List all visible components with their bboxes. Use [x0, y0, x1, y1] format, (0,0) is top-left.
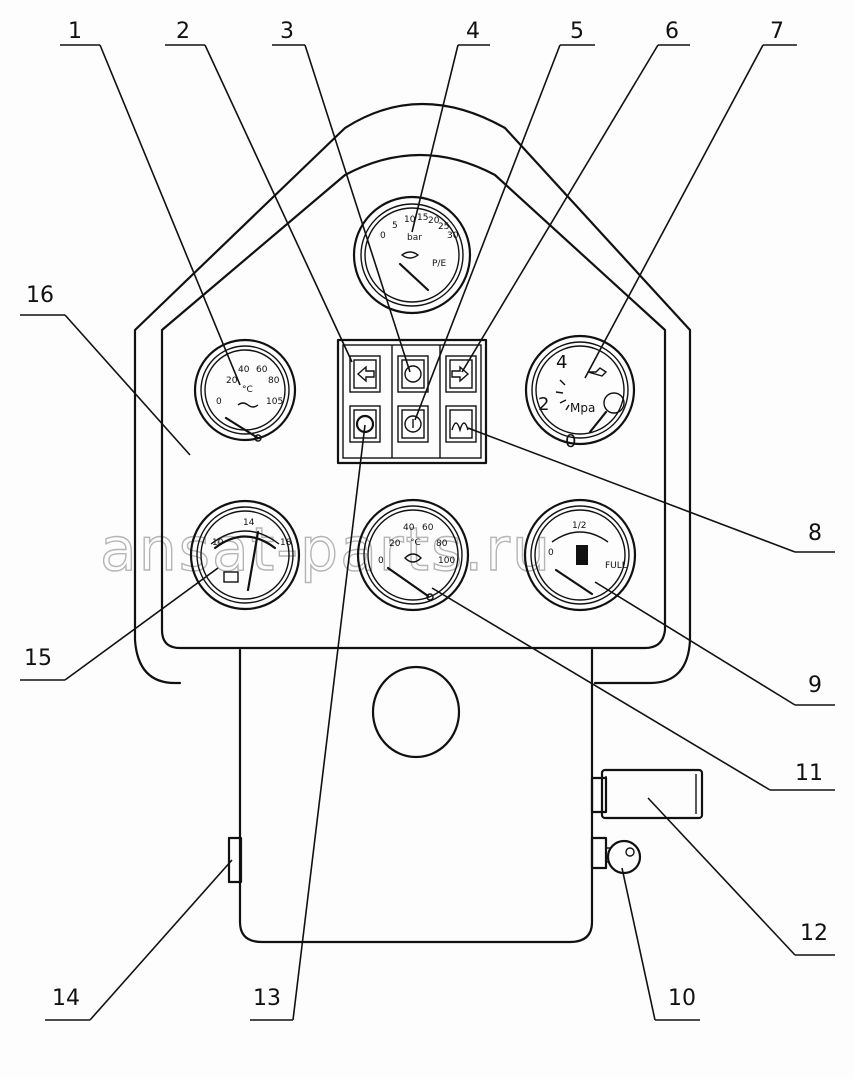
svg-text:25: 25: [438, 222, 449, 232]
svg-text:60: 60: [422, 523, 434, 533]
svg-text:20: 20: [428, 216, 440, 226]
coolant-temperature-gauge: 20 40 60 80 0 105 °C: [193, 338, 297, 442]
svg-text:bar: bar: [407, 233, 422, 243]
parking-brake-icon: [404, 365, 422, 383]
steering-shaft-opening: [371, 665, 461, 759]
indicator-lamp-block: [336, 338, 488, 465]
svg-text:20: 20: [389, 539, 401, 549]
callout-9: 9: [808, 673, 822, 698]
svg-text:80: 80: [436, 539, 448, 549]
svg-text:105: 105: [266, 397, 283, 407]
callout-1: 1: [68, 19, 82, 44]
steering-column-housing: [238, 648, 594, 944]
svg-text:0: 0: [548, 548, 554, 558]
warning-icon: [404, 415, 422, 433]
svg-text:P/E: P/E: [432, 259, 446, 269]
svg-text:1/2: 1/2: [572, 521, 586, 531]
svg-text:18: 18: [280, 538, 292, 548]
svg-text:15: 15: [417, 213, 428, 223]
callout-labels: 1 2 3 4 5 6 7 8 9 10 11 12 13 14 15 16: [24, 19, 828, 1011]
svg-text:0: 0: [565, 431, 576, 452]
turn-left-icon: [356, 365, 375, 383]
svg-text:10: 10: [212, 538, 224, 548]
oil-temperature-gauge: 40 60 20 80 0 100 °C: [356, 498, 470, 612]
light-switch: [600, 768, 704, 820]
svg-text:Mpa: Mpa: [570, 401, 595, 415]
ignition-base: [590, 836, 608, 870]
svg-text:10: 10: [404, 215, 416, 225]
glow-plug-icon: [451, 422, 469, 433]
svg-text:14: 14: [243, 518, 255, 528]
callout-10: 10: [668, 986, 696, 1011]
svg-text:40: 40: [238, 365, 250, 375]
turn-right-icon: [451, 365, 470, 383]
hazard-icon: [355, 414, 375, 434]
svg-text:0: 0: [378, 556, 384, 566]
callout-15: 15: [24, 646, 52, 671]
callout-3: 3: [280, 19, 294, 44]
air-pressure-gauge: 0 5 10 15 20 25 30 bar P/E: [352, 195, 472, 315]
callout-13: 13: [253, 986, 281, 1011]
callout-6: 6: [665, 19, 679, 44]
voltmeter: 10 14 18: [189, 499, 301, 611]
watermark: ansat-parts.ru: [100, 515, 552, 585]
svg-text:0: 0: [380, 231, 386, 241]
callout-4: 4: [466, 19, 480, 44]
svg-text:2: 2: [538, 394, 549, 415]
outer-housing: [133, 102, 692, 685]
callout-16: 16: [26, 283, 54, 308]
callout-5: 5: [570, 19, 584, 44]
svg-text:40: 40: [403, 523, 415, 533]
light-switch-base: [590, 776, 608, 814]
ignition-key: [606, 839, 642, 875]
callout-7: 7: [770, 19, 784, 44]
svg-text:°C: °C: [410, 538, 421, 548]
callout-2: 2: [176, 19, 190, 44]
callout-14: 14: [52, 986, 80, 1011]
svg-text:60: 60: [256, 365, 268, 375]
callout-12: 12: [800, 921, 828, 946]
fuel-gauge: 1/2 0 FULL: [523, 498, 637, 612]
svg-text:4: 4: [556, 352, 567, 373]
oil-pressure-gauge: 4 2 0 Mpa: [524, 334, 636, 452]
svg-text:20: 20: [226, 376, 238, 386]
svg-text:FULL: FULL: [605, 561, 627, 571]
left-switch: [227, 836, 243, 884]
callout-8: 8: [808, 521, 822, 546]
svg-text:100: 100: [438, 556, 455, 566]
svg-text:80: 80: [268, 376, 280, 386]
inner-panel: [160, 154, 667, 650]
svg-text:5: 5: [392, 221, 398, 231]
callout-11: 11: [795, 761, 823, 786]
svg-text:30: 30: [447, 231, 459, 241]
leader-lines: [20, 44, 835, 1021]
svg-text:°C: °C: [242, 385, 253, 395]
svg-text:0: 0: [216, 397, 222, 407]
